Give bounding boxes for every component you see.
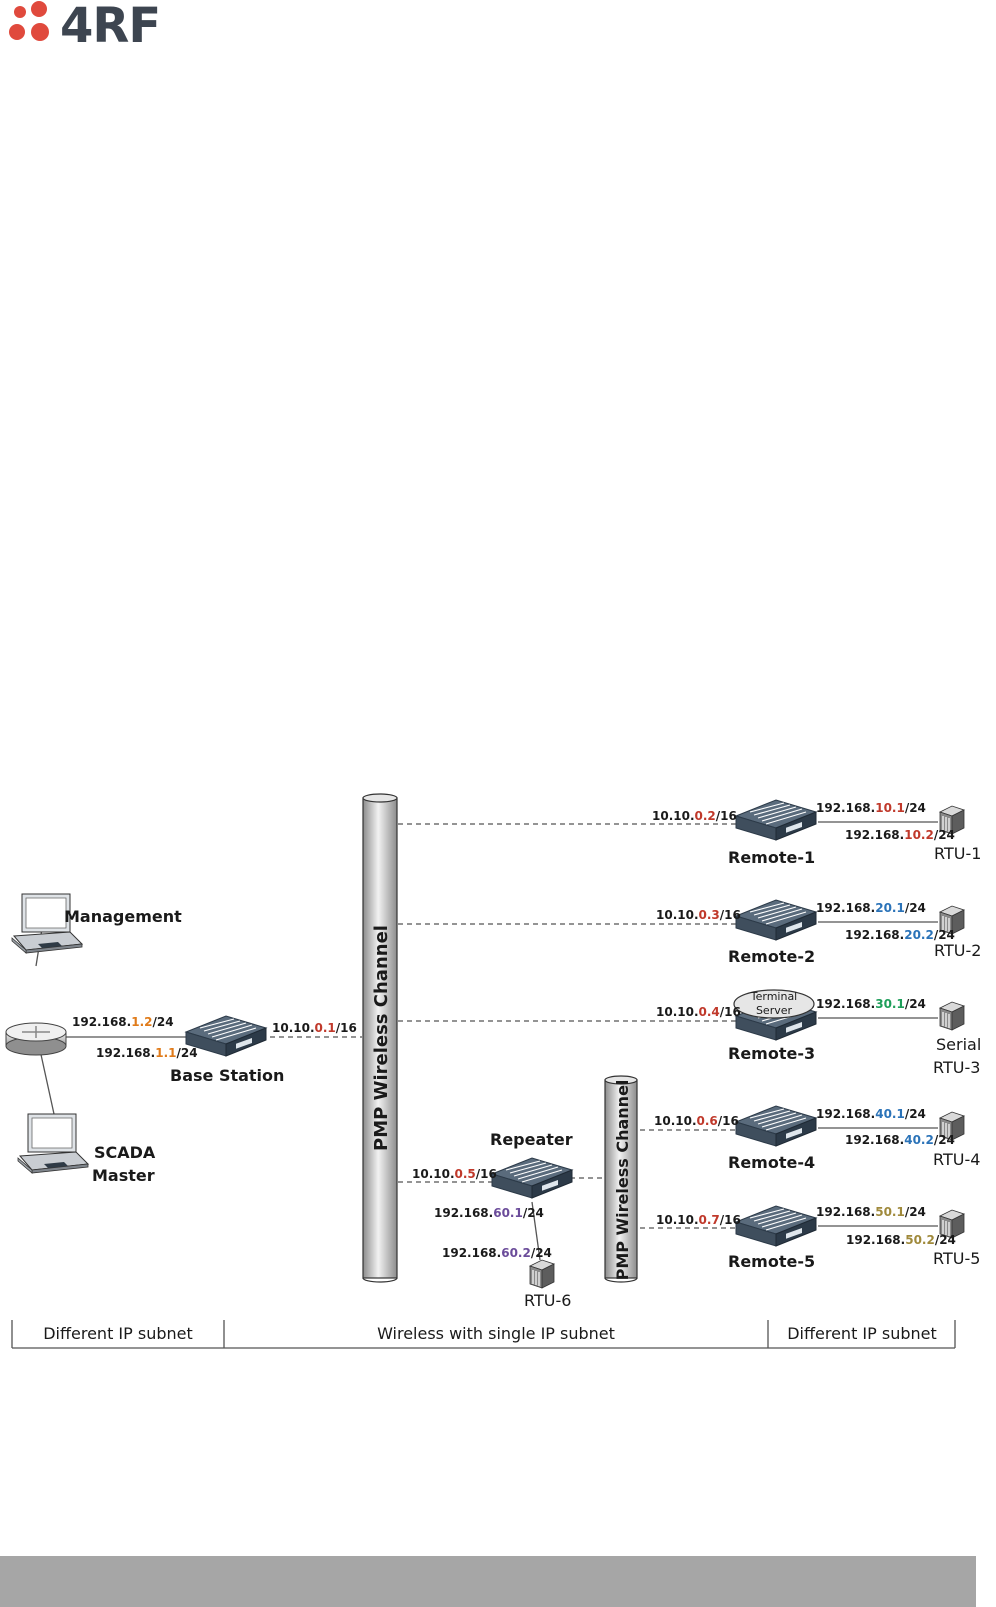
pmp-channel-label-main: PMP Wireless Channel [371, 925, 392, 1151]
base-station-radio-icon [185, 1015, 267, 1057]
page-footer-bar [0, 1556, 976, 1607]
rtu-2-label: RTU-2 [934, 941, 981, 960]
scada-master-laptop-icon [17, 1113, 89, 1174]
rtu-4-label: RTU-4 [933, 1150, 980, 1169]
rtu-6-icon [529, 1259, 555, 1289]
repeater-label: Repeater [490, 1130, 573, 1149]
ip-bs-wan: 10.10.0.1/16 [272, 1021, 357, 1035]
ip-rep-lan: 192.168.60.1/24 [434, 1206, 544, 1220]
logo-mark-icon [9, 1, 49, 41]
ip-rep-wan: 10.10.0.5/16 [412, 1167, 497, 1181]
subnet-brackets [11, 1320, 956, 1349]
ip-r4-lan: 192.168.40.1/24 [816, 1107, 926, 1121]
rtu-3-serial-label: Serial [936, 1035, 981, 1054]
remote-3-label: Remote-3 [728, 1044, 815, 1063]
remote-2-label: Remote-2 [728, 947, 815, 966]
terminal-server-label-line2: Server [756, 1004, 793, 1017]
scada-label-line2: Master [92, 1166, 155, 1185]
ip-r3-wan: 10.10.0.4/16 [656, 1005, 741, 1019]
ip-r3-lan: 192.168.30.1/24 [816, 997, 926, 1011]
pmp-channel-label-repeater: PMP Wireless Channel [613, 1080, 632, 1281]
ip-rtu4: 192.168.40.2/24 [845, 1133, 955, 1147]
bracket-label-left: Different IP subnet [43, 1324, 193, 1343]
ip-rtu1: 192.168.10.2/24 [845, 828, 955, 842]
remote-5-label: Remote-5 [728, 1252, 815, 1271]
network-diagram: PMP Wireless Channel PMP Wireless Channe… [5, 793, 981, 1349]
remote-5-radio-icon [735, 1205, 817, 1247]
repeater-radio-icon [491, 1157, 573, 1199]
ip-r5-lan: 192.168.50.1/24 [816, 1205, 926, 1219]
bracket-label-right: Different IP subnet [787, 1324, 937, 1343]
rtu-3-label: RTU-3 [933, 1058, 980, 1077]
ip-r2-wan: 10.10.0.3/16 [656, 908, 741, 922]
management-label: Management [64, 907, 182, 926]
company-logo: 4RF [9, 0, 161, 48]
ip-r4-wan: 10.10.0.6/16 [654, 1114, 739, 1128]
ip-mgmt: 192.168.1.2/24 [72, 1015, 174, 1029]
rtu-5-label: RTU-5 [933, 1249, 980, 1268]
ip-bs-lan: 192.168.1.1/24 [96, 1046, 198, 1060]
pmp-wireless-channel-main: PMP Wireless Channel [362, 793, 398, 1283]
remote-2-radio-icon [735, 899, 817, 941]
logo-text: 4RF [60, 0, 160, 48]
ip-r5-wan: 10.10.0.7/16 [656, 1213, 741, 1227]
remote-1-label: Remote-1 [728, 848, 815, 867]
ip-labels: 192.168.1.2/24 192.168.1.1/24 10.10.0.1/… [72, 801, 956, 1260]
ip-r1-lan: 192.168.10.1/24 [816, 801, 926, 815]
ip-r2-lan: 192.168.20.1/24 [816, 901, 926, 915]
terminal-server-icon: Terminal Server [733, 989, 815, 1019]
scada-label-line1: SCADA [94, 1143, 156, 1162]
rtu-1-label: RTU-1 [934, 844, 981, 863]
rtu-3-icon [939, 1001, 965, 1031]
remote-1-radio-icon [735, 799, 817, 841]
rtu-6-label: RTU-6 [524, 1291, 571, 1310]
ip-rtu6: 192.168.60.2/24 [442, 1246, 552, 1260]
pmp-wireless-channel-repeater: PMP Wireless Channel [604, 1075, 638, 1283]
base-station-label: Base Station [170, 1066, 284, 1085]
wireless-links [270, 823, 738, 1229]
connection-lines [35, 821, 938, 1261]
ip-rtu5: 192.168.50.2/24 [846, 1233, 956, 1247]
bracket-label-middle: Wireless with single IP subnet [377, 1324, 615, 1343]
terminal-server-label-line1: Terminal [750, 990, 798, 1003]
ip-rtu2: 192.168.20.2/24 [845, 928, 955, 942]
remote-4-radio-icon [735, 1105, 817, 1147]
remote-4-label: Remote-4 [728, 1153, 815, 1172]
router-icon [5, 1022, 67, 1056]
ip-r1-wan: 10.10.0.2/16 [652, 809, 737, 823]
